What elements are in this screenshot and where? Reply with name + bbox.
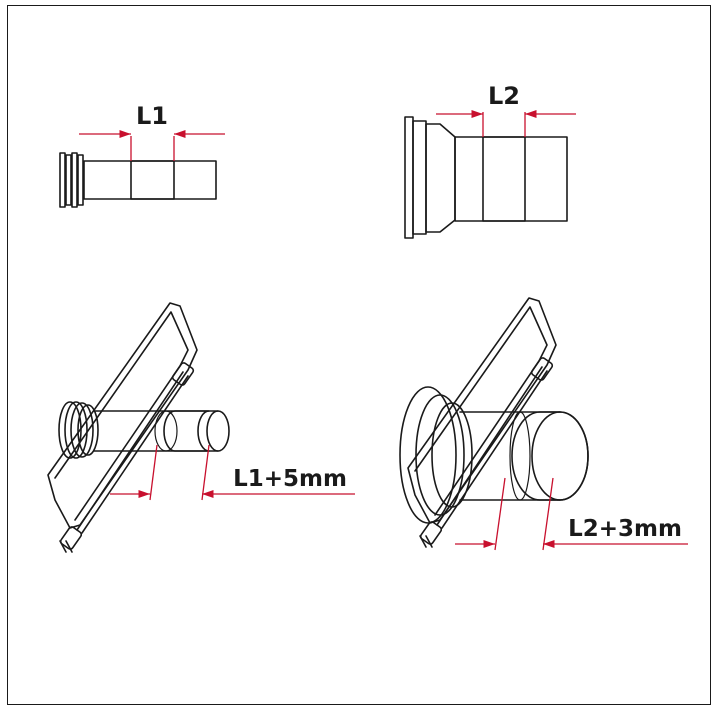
label-l2: L2	[488, 82, 520, 110]
hacksaw-left	[47, 302, 198, 553]
dimension-l1: L1	[79, 102, 225, 161]
label-l1-plus: L1+5mm	[233, 466, 347, 492]
dimension-l2-plus: L2+3mm	[455, 477, 688, 551]
thread-rings-l1	[59, 152, 84, 208]
diagram-frame	[7, 5, 711, 705]
fitting-l2	[404, 116, 568, 239]
hacksaw-right	[407, 297, 557, 548]
fitting-cut-l2	[399, 386, 589, 524]
label-l2-plus: L2+3mm	[568, 516, 682, 542]
dimension-l2: L2	[436, 82, 576, 137]
dimension-l1-plus: L1+5mm	[110, 444, 355, 501]
marked-zone-l2	[482, 136, 526, 222]
marked-zone-cut-l1	[163, 410, 210, 452]
fitting-l1	[59, 152, 217, 208]
marked-zone-cut-l2	[511, 411, 589, 501]
label-l1: L1	[136, 102, 168, 130]
marked-zone-l1	[130, 160, 175, 200]
